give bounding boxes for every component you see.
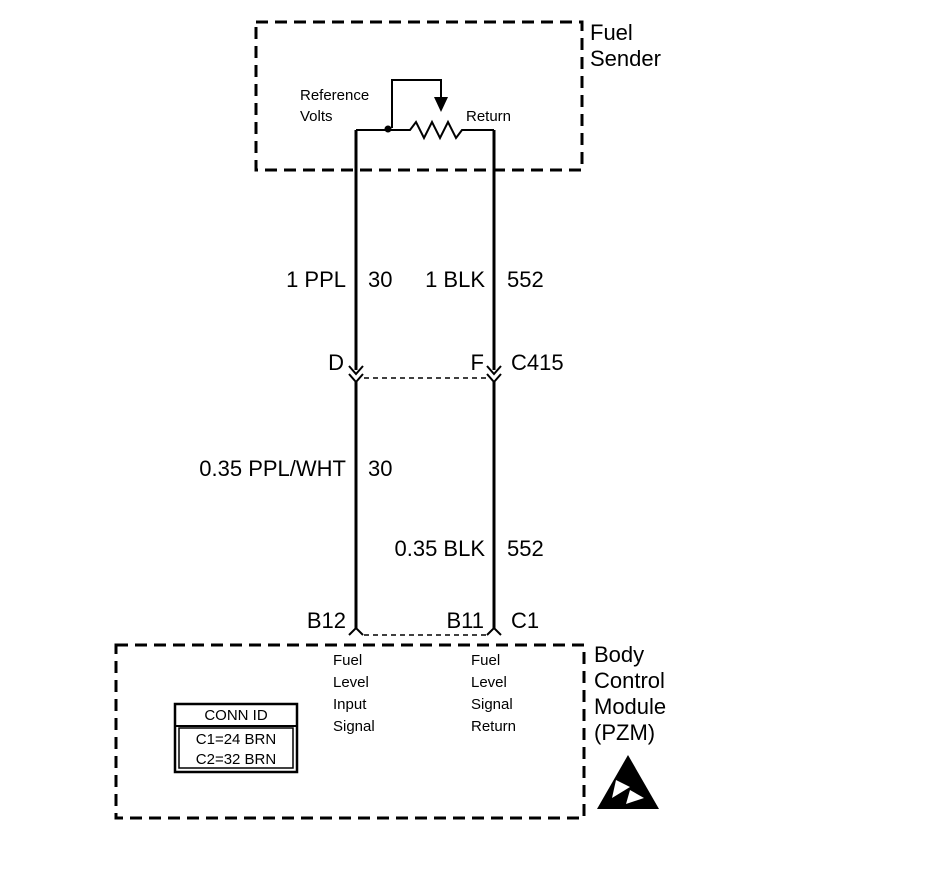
bcm-connector-c1 [348,626,502,636]
wire-30-circuit-upper: 30 [368,267,392,292]
c415-label: C415 [511,350,564,375]
conn-id-c1: C1=24 BRN [196,731,276,748]
bcm-label-4: (PZM) [594,720,655,745]
c415-pin-f: F [471,350,484,375]
b11-function-4: Return [471,718,516,735]
wire-30-color-lower: 0.35 PPL/WHT [199,456,346,481]
bcm-label-3: Module [594,694,666,719]
connector-c1-label: C1 [511,608,539,633]
wire-552-color-lower: 0.35 BLK [394,536,485,561]
b11-function-3: Signal [471,696,513,713]
return-label: Return [466,108,511,125]
pin-b12: B12 [307,608,346,633]
reference-volts-label-2: Volts [300,108,333,125]
b11-function-2: Level [471,674,507,691]
reference-volts-label-1: Reference [300,87,369,104]
wire-30-color-upper: 1 PPL [286,267,346,292]
bcm-label-1: Body [594,642,644,667]
wire-552-circuit-lower: 552 [507,536,544,561]
wire-552-color-upper: 1 BLK [425,267,485,292]
b12-function-4: Signal [333,718,375,735]
conn-id-table [173,702,299,774]
wiper-arrow-icon [434,97,448,112]
resistor-icon [356,119,494,141]
esd-warning-icon [597,755,659,809]
conn-id-title: CONN ID [204,707,268,724]
wire-552-circuit-upper: 552 [507,267,544,292]
b12-function-1: Fuel [333,652,362,669]
conn-id-c2: C2=32 BRN [196,751,276,768]
pin-b11: B11 [446,608,484,633]
b12-function-3: Input [333,696,367,713]
fuel-sender-label-1: Fuel [590,20,633,45]
wire-30-circuit-lower: 30 [368,456,392,481]
fuel-sender-label-2: Sender [590,46,661,71]
b11-function-1: Fuel [471,652,500,669]
b12-function-2: Level [333,674,369,691]
c415-pin-d: D [328,350,344,375]
wiper-arm [391,79,442,128]
fuel-sender-box [254,20,584,172]
bcm-box [114,643,586,820]
bcm-label-2: Control [594,668,665,693]
